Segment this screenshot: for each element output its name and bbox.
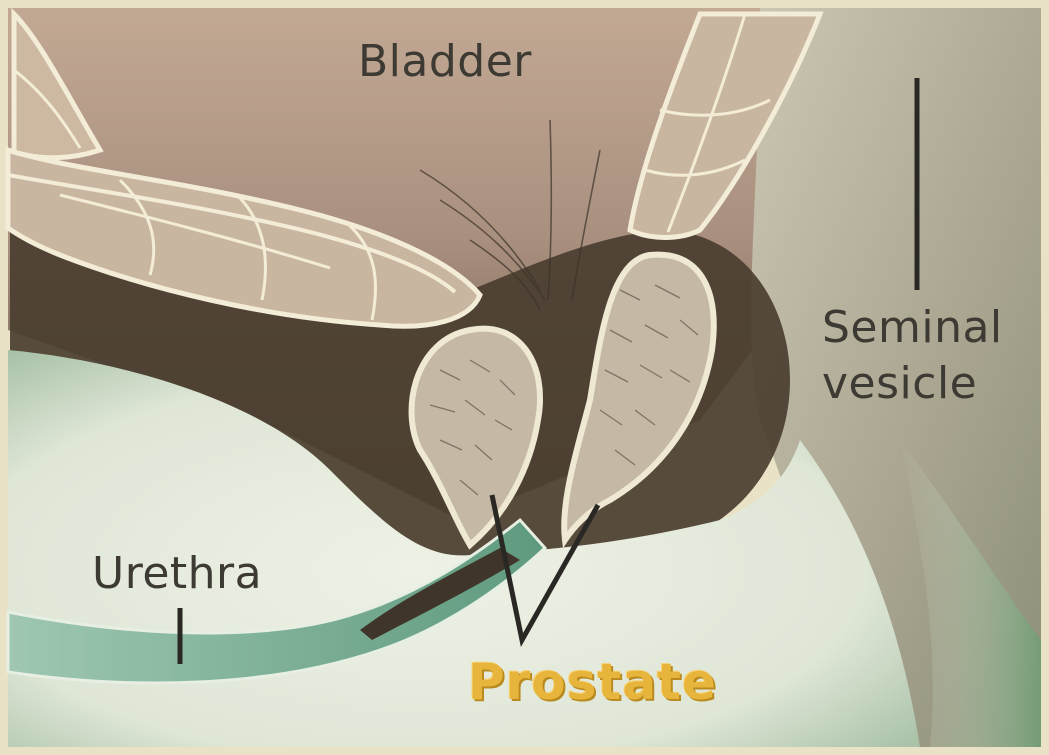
label-seminal-vesicle-line1: Seminal [822, 300, 1003, 356]
label-seminal-vesicle-line2: vesicle [822, 356, 1003, 412]
label-urethra: Urethra [92, 548, 262, 601]
label-seminal-vesicle: Seminal vesicle [822, 300, 1003, 413]
label-prostate: Prostate [468, 652, 717, 712]
label-bladder: Bladder [358, 36, 532, 89]
